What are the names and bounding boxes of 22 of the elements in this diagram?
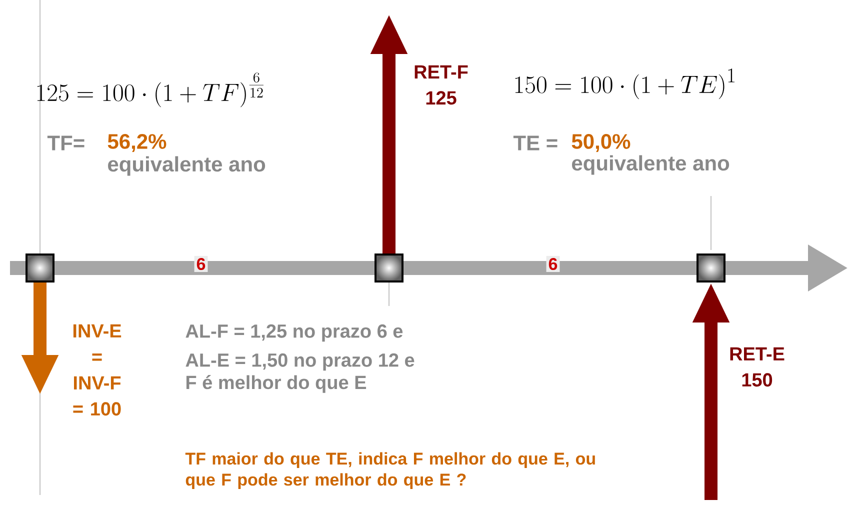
rate-label: 50,0%: [572, 134, 630, 152]
note-line: AL-E = 1,50 no prazo 12 e: [186, 353, 414, 371]
edge-label: RET-F 125: [414, 65, 468, 105]
formula: $125=100\cdot\left(1+TF\right)^{\frac{6}{12}}$: [37, 72, 264, 108]
rate-label: TE =: [513, 136, 558, 150]
timeline-segment: [404, 261, 696, 275]
edge-label: 6: [546, 256, 560, 272]
note: TF maior do que TE, indica F melhor do que E, ou que F pode ser melhor do que E ?: [185, 452, 595, 490]
timeline-marker: [696, 254, 726, 282]
edge-label: RET-E 150: [730, 347, 784, 387]
rate-label: equivalente ano: [572, 155, 730, 175]
timeline-segment: [54, 261, 374, 275]
formula: $150=100\cdot\left(1+TE\right)^{1}$: [515, 68, 734, 100]
timeline-marker: [374, 254, 404, 282]
rate-label: TF=: [47, 136, 84, 150]
note-line: AL-F = 1,25 no prazo 6 e: [186, 324, 403, 342]
timeline-marker: [26, 254, 54, 282]
rate-label: 56,2%: [108, 134, 166, 152]
rate-label: equivalente ano: [108, 156, 266, 176]
edge-label: 6: [194, 256, 208, 272]
edge-label: INV-E = INV-F = 100: [73, 324, 122, 416]
note-line: F é melhor do que E: [186, 375, 366, 393]
